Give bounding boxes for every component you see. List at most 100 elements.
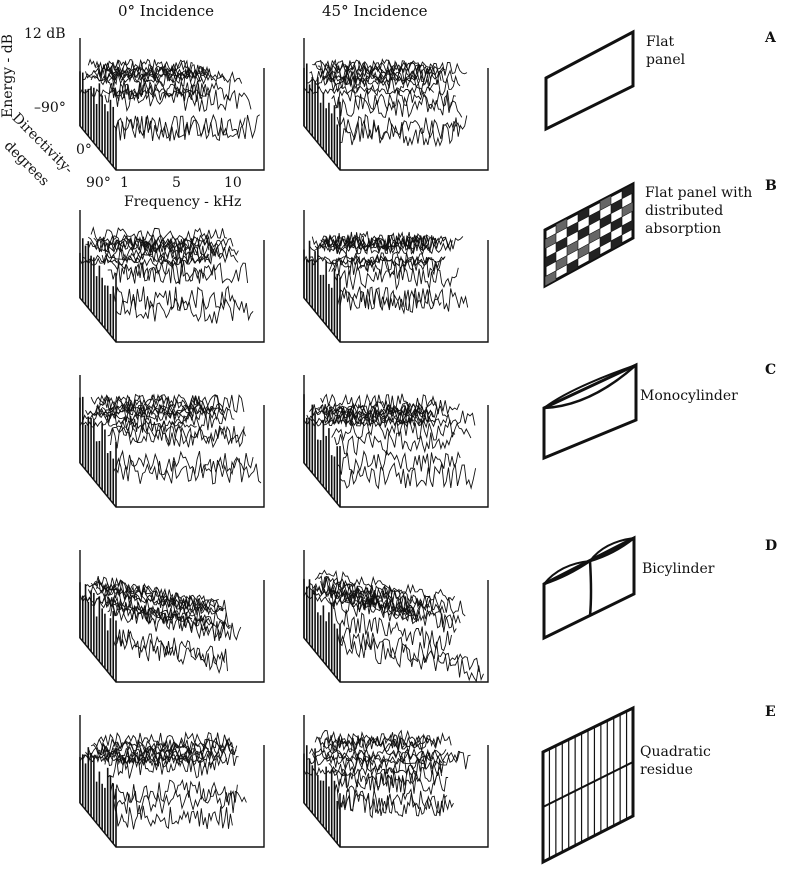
response-trace bbox=[325, 234, 438, 255]
freq-tick-1: 1 bbox=[120, 175, 129, 191]
label-line: Quadratic bbox=[640, 744, 711, 760]
center-divider bbox=[542, 761, 634, 808]
freq-tick-5: 5 bbox=[172, 175, 181, 191]
row-letter-d: D bbox=[765, 538, 778, 554]
response-trace bbox=[317, 235, 453, 253]
freq-tick-10: 10 bbox=[224, 175, 242, 191]
response-trace bbox=[314, 60, 446, 77]
absorption-patch bbox=[544, 270, 557, 287]
label-line: residue bbox=[640, 762, 693, 778]
response-trace bbox=[303, 255, 430, 266]
response-trace bbox=[325, 68, 442, 90]
monocylinder-shape bbox=[542, 362, 638, 461]
absorption-patch bbox=[577, 243, 590, 260]
label-bicylinder: Bicylinder bbox=[642, 560, 714, 578]
response-trace bbox=[104, 593, 210, 633]
label-line: Flat bbox=[646, 34, 675, 50]
label-quadratic-residue: Quadratic residue bbox=[640, 743, 711, 779]
response-trace bbox=[303, 416, 426, 427]
response-trace bbox=[328, 74, 461, 97]
response-trace bbox=[331, 418, 472, 442]
absorption-patch bbox=[621, 183, 634, 200]
response-trace bbox=[79, 419, 197, 429]
response-trace bbox=[107, 597, 232, 639]
response-trace bbox=[115, 115, 246, 142]
directivity-90-label: 90° bbox=[86, 175, 111, 191]
response-trace bbox=[334, 431, 456, 457]
response-trace bbox=[110, 423, 245, 449]
response-trace bbox=[331, 765, 443, 789]
response-trace bbox=[99, 582, 219, 616]
header-0-incidence: 0° Incidence bbox=[118, 2, 215, 20]
label-line: Monocylinder bbox=[640, 388, 738, 404]
response-trace bbox=[112, 449, 254, 476]
response-trace bbox=[334, 94, 463, 119]
response-trace bbox=[336, 449, 461, 475]
response-trace bbox=[306, 255, 445, 267]
response-trace bbox=[309, 69, 420, 83]
response-trace bbox=[303, 85, 435, 96]
response-trace bbox=[334, 608, 452, 652]
response-trace bbox=[115, 629, 225, 675]
absorption-patch bbox=[577, 224, 590, 241]
response-trace bbox=[96, 393, 220, 413]
energy-axis-label: Energy - dB bbox=[0, 34, 16, 118]
response-trace bbox=[336, 286, 442, 311]
row-letter-b: B bbox=[765, 178, 777, 194]
response-trace bbox=[334, 771, 449, 795]
response-trace bbox=[339, 462, 477, 490]
response-trace bbox=[107, 78, 231, 102]
row-letter-e: E bbox=[765, 704, 776, 720]
flat-panel-absorption-shape bbox=[543, 181, 635, 289]
response-trace bbox=[104, 412, 225, 435]
label-line: distributed bbox=[645, 203, 724, 219]
absorption-patch bbox=[610, 234, 623, 251]
response-trace bbox=[320, 729, 452, 749]
response-trace bbox=[115, 296, 254, 324]
response-trace bbox=[339, 634, 484, 683]
response-trace bbox=[110, 259, 249, 284]
response-trace bbox=[104, 80, 210, 103]
absorption-patch bbox=[588, 228, 601, 245]
row-letter-a: A bbox=[765, 30, 776, 46]
directivity-minus90-label: –90° bbox=[34, 100, 66, 116]
response-trace bbox=[320, 393, 438, 412]
directivity-0-label: 0° bbox=[76, 142, 92, 158]
response-trace bbox=[110, 87, 252, 112]
label-line: Bicylinder bbox=[642, 561, 715, 577]
absorption-patch bbox=[544, 233, 557, 250]
response-trace bbox=[328, 589, 461, 629]
response-trace bbox=[96, 239, 213, 256]
absorption-patch bbox=[544, 251, 557, 268]
response-trace bbox=[336, 788, 454, 814]
waterfall-plot bbox=[303, 210, 489, 343]
response-trace bbox=[322, 576, 466, 617]
energy-top-label: 12 dB bbox=[24, 26, 66, 42]
absorption-patch bbox=[566, 258, 579, 275]
waterfall-plot bbox=[79, 550, 265, 683]
response-trace bbox=[336, 627, 480, 672]
response-trace bbox=[110, 778, 238, 804]
waterfall-plot bbox=[303, 550, 489, 683]
absorption-patch bbox=[566, 221, 579, 238]
response-trace bbox=[328, 755, 446, 777]
response-trace bbox=[101, 244, 239, 265]
response-trace bbox=[323, 64, 455, 84]
label-line: absorption bbox=[645, 221, 722, 237]
bicylinder-shape bbox=[542, 535, 636, 641]
response-trace bbox=[115, 457, 262, 485]
absorption-patch bbox=[621, 201, 634, 218]
response-trace bbox=[112, 629, 228, 672]
row-letter-c: C bbox=[765, 362, 777, 378]
absorption-patch bbox=[610, 198, 623, 215]
response-trace bbox=[96, 59, 206, 79]
waterfall-plot bbox=[79, 38, 265, 171]
label-line: Flat panel with bbox=[645, 185, 753, 201]
flat-panel-shape bbox=[544, 29, 635, 132]
response-trace bbox=[104, 244, 239, 265]
response-trace bbox=[101, 403, 235, 425]
absorption-patch bbox=[599, 231, 612, 248]
waterfall-plot bbox=[303, 38, 489, 171]
response-trace bbox=[87, 58, 194, 73]
response-trace bbox=[99, 234, 226, 254]
